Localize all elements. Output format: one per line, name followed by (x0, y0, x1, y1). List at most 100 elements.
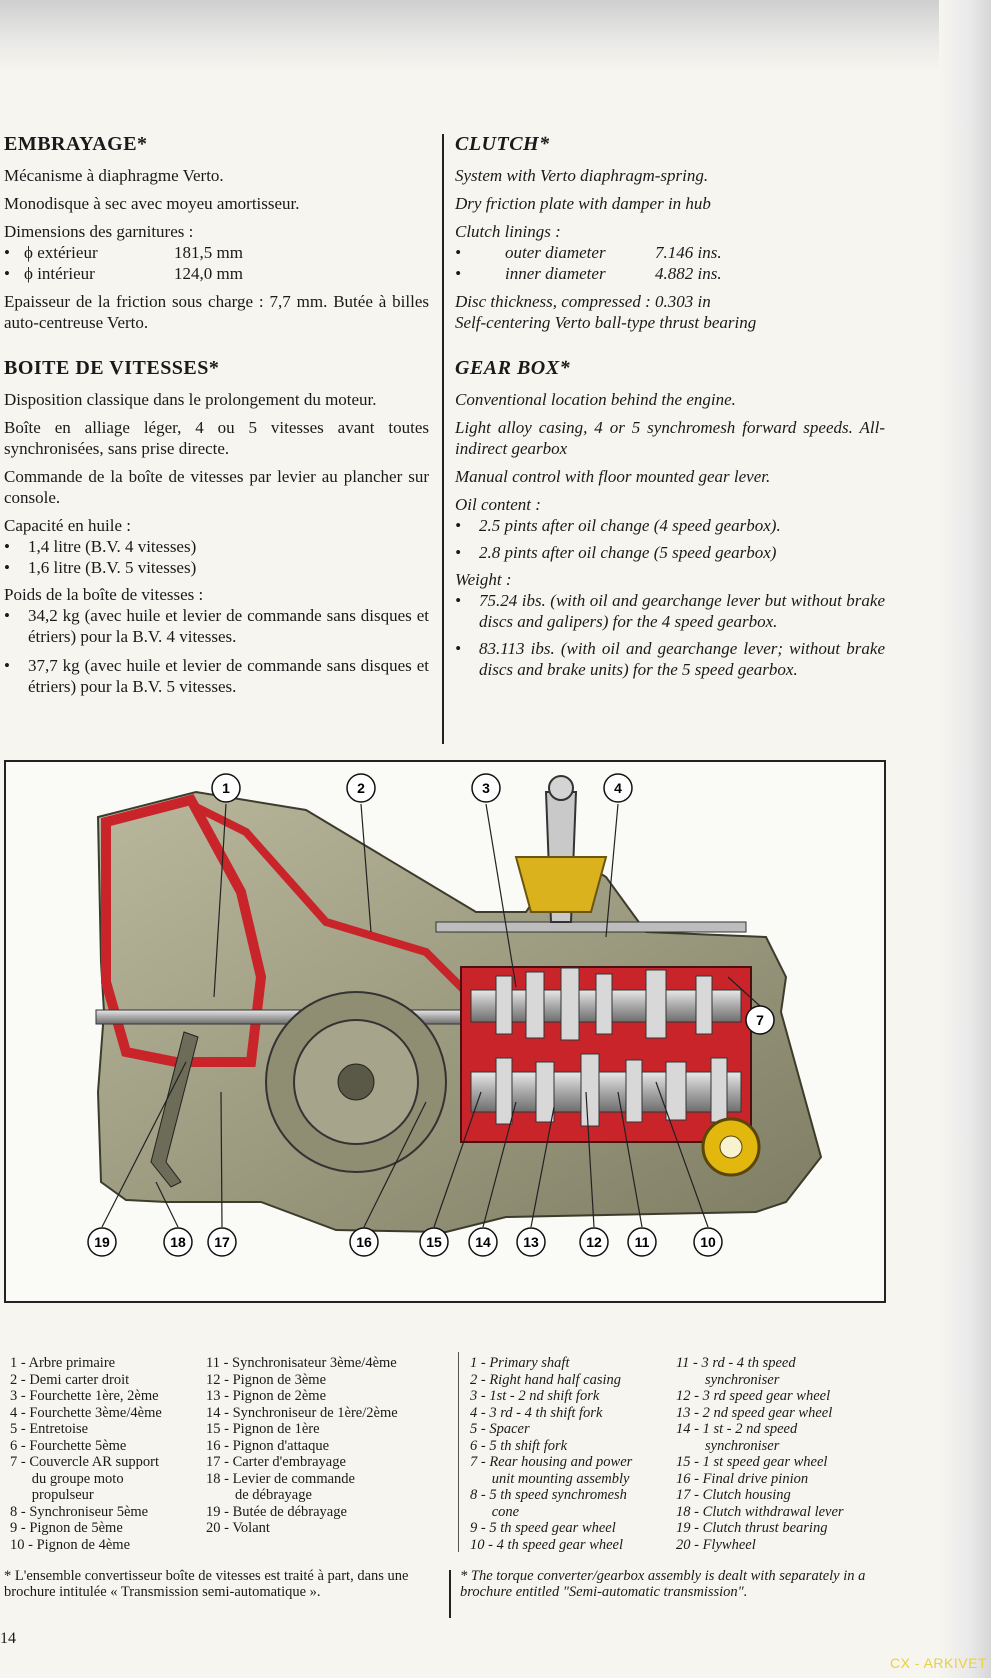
legend-item: 18 - Clutch withdrawal lever (676, 1503, 844, 1520)
legend-item: 6 - Fourchette 5ème (10, 1437, 127, 1454)
clutch-text-en-4: Disc thickness, compressed : 0.303 in (455, 292, 711, 311)
svg-text:10: 10 (700, 1234, 716, 1250)
clutch-text-fr-2: Monodisque à sec avec moyeu amortisseur. (4, 194, 300, 213)
clutch-housing-section (101, 794, 267, 1067)
list-item: •37,7 kg (avec huile et levier de comman… (4, 656, 429, 696)
clutch-text-en-5: Self-centering Verto ball-type thrust be… (455, 313, 757, 332)
svg-text:2: 2 (357, 780, 365, 796)
legend-item: de débrayage (206, 1487, 312, 1503)
legend-item: 17 - Carter d'embrayage (206, 1454, 346, 1470)
svg-text:16: 16 (356, 1234, 372, 1250)
svg-text:4: 4 (614, 780, 622, 796)
callout: 12 (579, 1227, 609, 1257)
legend-item: 13 - Pignon de 2ème (206, 1388, 327, 1404)
legend-item: 13 - 2 nd speed gear wheel (676, 1404, 833, 1421)
clutch-text-en-3: Clutch linings : (455, 222, 561, 241)
legend-item: 15 - Pignon de 1ère (206, 1421, 320, 1437)
callout: 3 (471, 773, 501, 803)
list-item: •1,4 litre (B.V. 4 vitesses) (4, 537, 197, 556)
legend-item: 10 - Pignon de 4ème (10, 1536, 131, 1553)
svg-text:7: 7 (756, 1012, 764, 1028)
french-column: EMBRAYAGE* Mécanisme à diaphragme Verto.… (4, 134, 429, 701)
legend-item: 16 - Pignon d'attaque (206, 1437, 330, 1454)
callout: 11 (627, 1227, 657, 1257)
legend-item: 19 - Butée de débrayage (206, 1503, 347, 1520)
legend-item: 14 - Synchroniseur de 1ère/2ème (206, 1404, 398, 1421)
legend-item: 18 - Levier de commande (206, 1470, 355, 1487)
footnote-fr: * L'ensemble convertisseur boîte de vite… (4, 1568, 409, 1600)
svg-text:11: 11 (635, 1234, 650, 1250)
gearbox-text-fr-1: Disposition classique dans le prolongeme… (4, 390, 377, 409)
callout: 13 (516, 1227, 546, 1257)
legend-item: 14 - 1 st - 2 nd speed (676, 1421, 798, 1437)
callout-markers: 1 2 3 4 7 19 18 17 16 15 14 13 12 11 10 (87, 773, 775, 1257)
legend-item: unit mounting assembly (470, 1470, 630, 1487)
callout: 1 (211, 773, 241, 803)
svg-text:12: 12 (586, 1234, 602, 1250)
legend-en-col2: 11 - 3 rd - 4 th speed synchroniser 12 -… (676, 1355, 844, 1553)
secondary-gear-train (470, 1071, 742, 1113)
legend-item: 3 - Fourchette 1ère, 2ème (10, 1388, 159, 1404)
clutch-text-en-1: System with Verto diaphragm-spring. (455, 166, 709, 185)
legend-item: 9 - Pignon de 5ème (10, 1520, 123, 1536)
legend-item: 9 - 5 th speed gear wheel (470, 1520, 616, 1536)
legend-item: 4 - 3 rd - 4 th shift fork (470, 1404, 603, 1421)
legend-item: 11 - 3 rd - 4 th speed (676, 1355, 796, 1371)
clutch-text-fr-4: Epaisseur de la friction sous charge : 7… (4, 292, 429, 332)
callout: 18 (163, 1227, 193, 1257)
clutch-text-fr-1: Mécanisme à diaphragme Verto. (4, 166, 224, 185)
footnote-en: * The torque converter/gearbox assembly … (460, 1568, 866, 1600)
legend-item: 20 - Volant (206, 1520, 270, 1536)
svg-text:15: 15 (426, 1234, 442, 1250)
gearbox-cutaway-figure: 1 2 3 4 7 19 18 17 16 15 14 13 12 11 10 (4, 760, 886, 1303)
lining-row: • outer diameter 7.146 ins. (455, 243, 722, 262)
svg-text:14: 14 (475, 1234, 491, 1250)
watermark: CX - ARKIVET (889, 1655, 987, 1671)
clutch-withdrawal-lever (150, 1031, 199, 1188)
legend-item: 15 - 1 st speed gear wheel (676, 1454, 828, 1470)
legend-divider (458, 1352, 459, 1552)
legend-item: 2 - Right hand half casing (470, 1371, 622, 1388)
list-item: •1,6 litre (B.V. 5 vitesses) (4, 558, 197, 577)
legend-item: 7 - Rear housing and power (470, 1454, 633, 1470)
list-item: •2.8 pints after oil change (5 speed gea… (455, 543, 777, 562)
callout: 14 (468, 1227, 498, 1257)
page-number: 14 (0, 1630, 16, 1647)
callout: 10 (693, 1227, 723, 1257)
lining-row: • ϕ intérieur 124,0 mm (4, 264, 243, 283)
oil-title-fr: Capacité en huile : (4, 516, 131, 535)
column-divider (442, 134, 444, 744)
legend-item: 1 - Arbre primaire (10, 1355, 116, 1371)
legend-item: synchroniser (676, 1437, 780, 1454)
gearbox-text-en-3: Manual control with floor mounted gear l… (455, 467, 771, 486)
svg-text:13: 13 (523, 1234, 539, 1250)
legend-item: 8 - 5 th speed synchromesh (470, 1487, 627, 1503)
svg-text:3: 3 (482, 780, 490, 796)
gearbox-illustration: 1 2 3 4 7 19 18 17 16 15 14 13 12 11 10 (87, 773, 823, 1257)
legend-item: cone (470, 1503, 520, 1520)
legend-item: 7 - Couvercle AR support (10, 1454, 160, 1470)
svg-text:1: 1 (222, 780, 230, 796)
legend-item: 10 - 4 th speed gear wheel (470, 1536, 624, 1553)
svg-text:18: 18 (170, 1234, 186, 1250)
svg-text:19: 19 (94, 1234, 110, 1250)
legend-item: 4 - Fourchette 3ème/4ème (10, 1404, 162, 1421)
weight-title-en: Weight : (455, 570, 512, 589)
legend-item: 2 - Demi carter droit (10, 1371, 130, 1388)
legend-item: du groupe moto (10, 1470, 124, 1487)
legend-item: synchroniser (676, 1371, 780, 1388)
legend-item: 19 - Clutch thrust bearing (676, 1520, 828, 1536)
list-item: •2.5 pints after oil change (4 speed gea… (455, 516, 781, 535)
lining-row: • inner diameter 4.882 ins. (455, 264, 722, 283)
legend-item: 6 - 5 th shift fork (470, 1437, 568, 1454)
callout: 19 (87, 1227, 117, 1257)
gearbox-heading-en: GEAR BOX* (455, 357, 571, 379)
svg-text:17: 17 (214, 1234, 230, 1250)
clutch-heading-fr: EMBRAYAGE* (4, 133, 148, 155)
list-item: •34,2 kg (avec huile et levier de comman… (4, 606, 429, 646)
footnote-divider (449, 1570, 451, 1618)
scan-top-shadow (0, 0, 991, 72)
english-column: CLUTCH* System with Verto diaphragm-spri… (455, 134, 885, 684)
callout: 15 (419, 1227, 449, 1257)
gearbox-heading-fr: BOITE DE VITESSES* (4, 357, 220, 379)
